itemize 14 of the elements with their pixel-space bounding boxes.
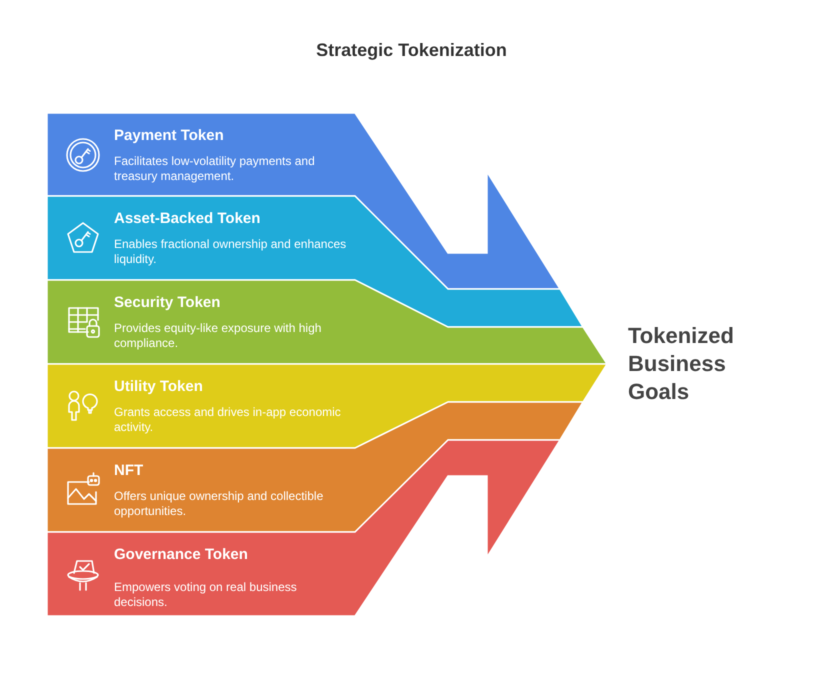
band-heading: Security Token [114,294,220,311]
band-description: Empowers voting on real business decisions. [114,580,298,610]
band-heading: NFT [114,462,144,479]
band-heading: Asset-Backed Token [114,210,260,227]
diagram-title: Strategic Tokenization [315,40,508,61]
band-description: Grants access and drives in-app economic activity. [114,405,342,435]
band-description: Facilitates low-volatility payments and treasury management. [114,154,316,184]
band-description: Offers unique ownership and collectible opportunities. [114,489,324,519]
band-description: Enables fractional ownership and enhances liquidity. [114,237,348,267]
goal-label: Tokenized Business Goals [628,322,735,406]
band-heading: Utility Token [114,378,203,395]
band-description: Provides equity-like exposure with high compliance. [114,321,322,351]
band-heading: Governance Token [114,546,248,563]
band-heading: Payment Token [114,127,224,144]
